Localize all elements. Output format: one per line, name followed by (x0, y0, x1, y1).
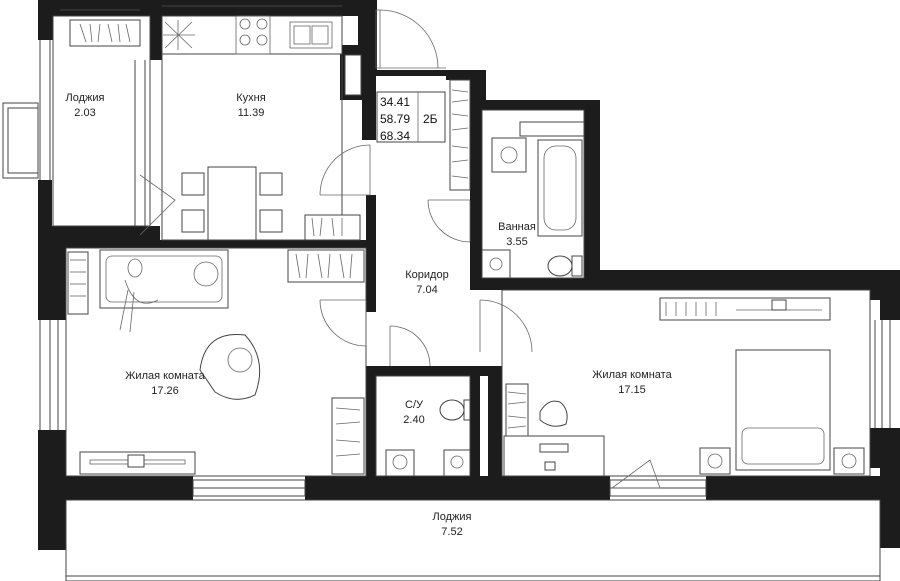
living-right-name: Жилая комната (592, 369, 672, 381)
kitchen-name: Кухня (236, 92, 265, 104)
corridor-name: Коридор (405, 269, 448, 281)
loggia-big-name: Лоджия (433, 511, 472, 523)
area-total: 58.79 (380, 112, 410, 126)
living-left-name: Жилая комната (125, 370, 205, 382)
living-left-area: 17.26 (151, 385, 179, 397)
doors (319, 9, 533, 367)
area-with-loggias: 68.34 (380, 129, 410, 143)
walls (38, 0, 900, 550)
loggia-small-area: 2.03 (74, 107, 95, 119)
loggia-small-name: Лоджия (66, 92, 105, 104)
apartment-info: 34.41 58.79 68.34 2Б (376, 91, 446, 143)
corridor-area: 7.04 (416, 284, 437, 296)
loggia-big-area: 7.52 (441, 526, 462, 538)
wc-area: 2.40 (403, 414, 424, 426)
room-labels: Лоджия 2.03 Кухня 11.39 Ванная 3.55 Кори… (66, 92, 673, 538)
bathroom-area: 3.55 (506, 236, 527, 248)
apartment-type: 2Б (423, 112, 438, 126)
bathroom-name: Ванная (498, 221, 536, 233)
wc-name: С/У (405, 399, 424, 411)
living-right-area: 17.15 (618, 384, 646, 396)
furniture (67, 15, 865, 489)
kitchen-area: 11.39 (238, 107, 265, 119)
area-living: 34.41 (380, 95, 410, 109)
